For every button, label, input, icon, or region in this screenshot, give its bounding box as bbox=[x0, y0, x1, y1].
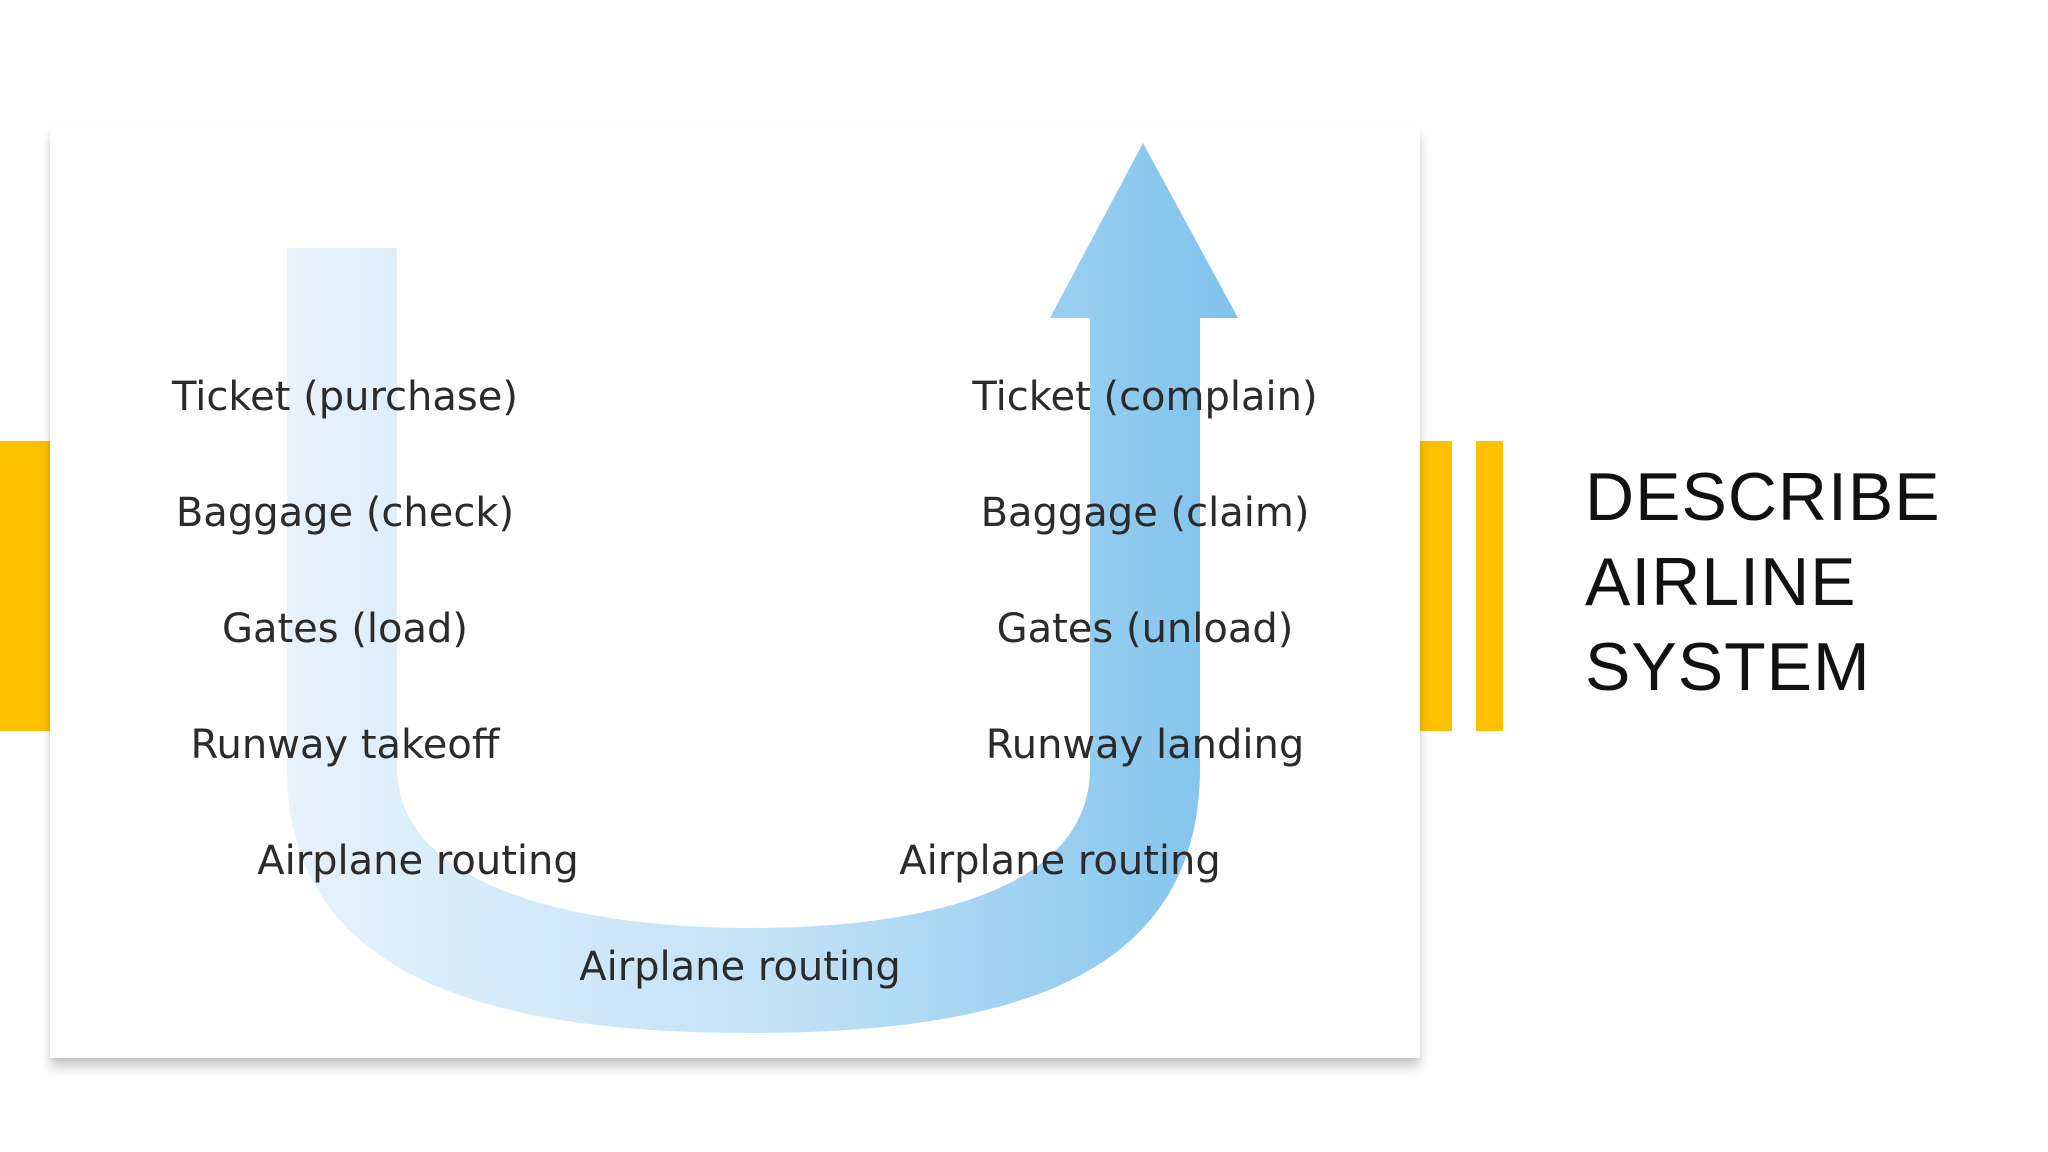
left-label: Baggage (check) bbox=[176, 490, 514, 536]
accent-bar-1 bbox=[1418, 441, 1452, 731]
right-label: Ticket (complain) bbox=[971, 374, 1317, 420]
slide-title-line: SYSTEM bbox=[1585, 629, 1871, 705]
left-label: Runway takeoff bbox=[191, 722, 501, 768]
right-column-labels: Ticket (complain) Baggage (claim) Gates … bbox=[899, 374, 1317, 884]
u-arrow-diagram: Ticket (purchase) Baggage (check) Gates … bbox=[171, 143, 1318, 1033]
bottom-label: Airplane routing bbox=[579, 944, 901, 990]
slide-title-line: AIRLINE bbox=[1585, 544, 1857, 620]
left-label: Gates (load) bbox=[222, 606, 468, 652]
slide-title: DESCRIBE AIRLINE SYSTEM bbox=[1585, 455, 2025, 710]
accent-bar-2 bbox=[1476, 441, 1503, 731]
right-label: Runway landing bbox=[986, 722, 1305, 768]
left-label: Airplane routing bbox=[257, 838, 579, 884]
slide-title-line: DESCRIBE bbox=[1585, 459, 1941, 535]
right-label: Airplane routing bbox=[899, 838, 1221, 884]
right-label: Gates (unload) bbox=[997, 606, 1294, 652]
left-column-labels: Ticket (purchase) Baggage (check) Gates … bbox=[171, 374, 579, 884]
right-label: Baggage (claim) bbox=[981, 490, 1310, 536]
left-accent-bar bbox=[0, 441, 50, 731]
u-arrow-shape bbox=[287, 143, 1238, 1033]
left-label: Ticket (purchase) bbox=[171, 374, 518, 420]
airline-diagram-picture: Ticket (purchase) Baggage (check) Gates … bbox=[50, 128, 1420, 1058]
